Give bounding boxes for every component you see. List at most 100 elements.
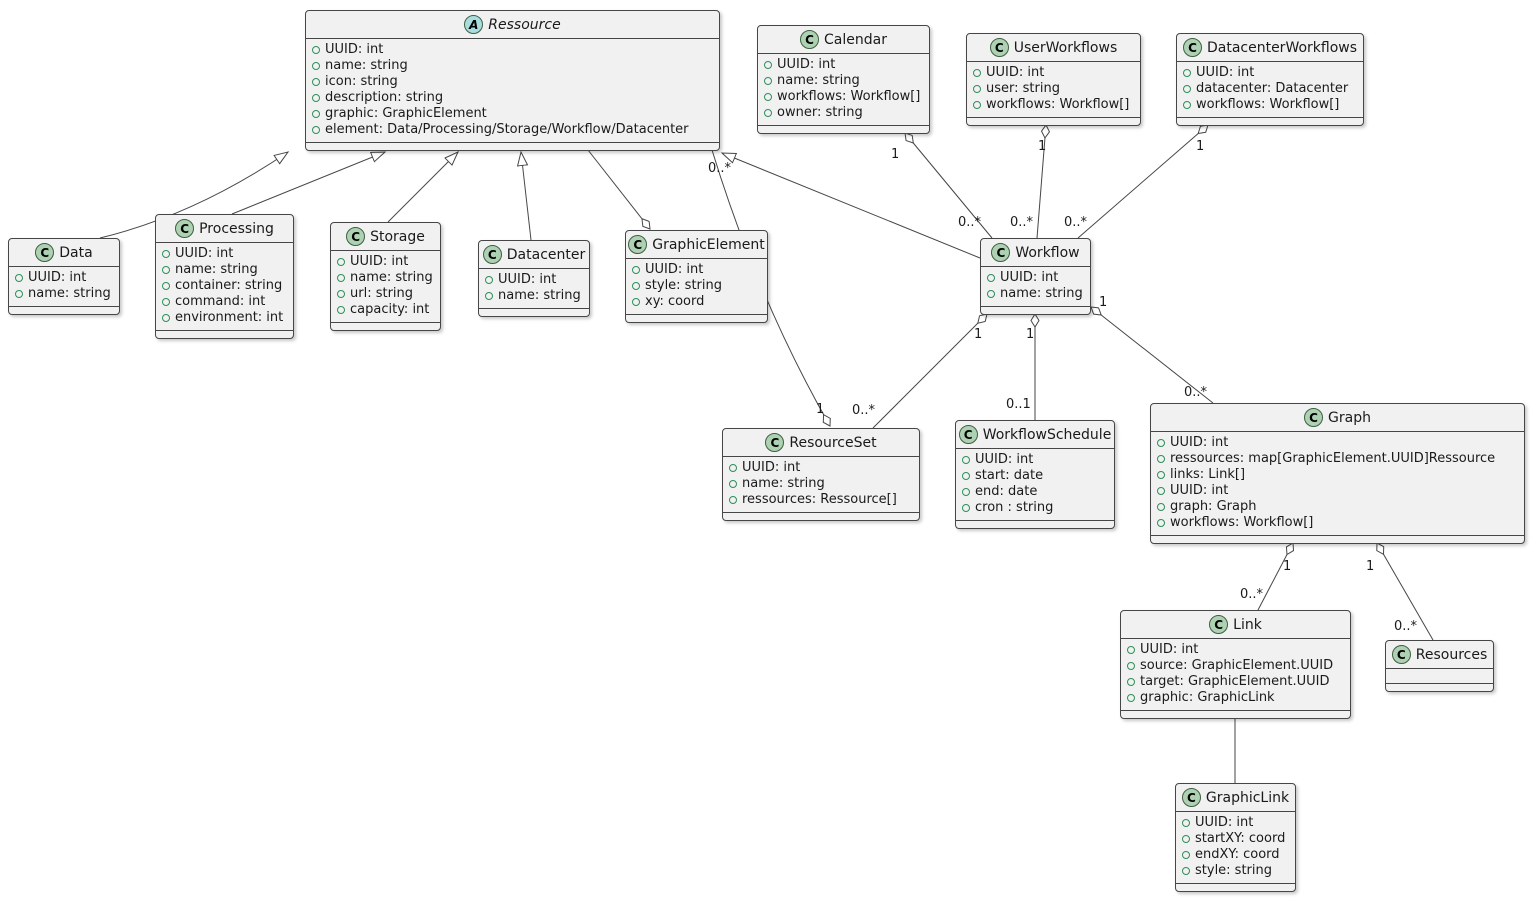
class-badge-icon: C [35,243,55,262]
class-badge-icon: C [1182,38,1202,57]
attributes-compartment [1386,669,1493,683]
field-visibility-icon [764,61,772,69]
edge-datacenter-extends-ressource [521,152,532,241]
class-name: Processing [199,220,274,237]
attribute-text: endXY: coord [1195,847,1280,862]
field-visibility-icon [1157,503,1165,511]
field-visibility-icon [973,85,981,93]
attribute-text: UUID: int [1140,642,1199,657]
attribute-text: start: date [975,468,1044,483]
field-visibility-icon [337,290,345,298]
attribute-row: ressources: map[GraphicElement.UUID]Ress… [1157,451,1516,467]
multiplicity-label: 0..* [958,215,982,230]
attribute-row: capacity: int [337,302,432,318]
field-visibility-icon [987,290,995,298]
attribute-text: target: GraphicElement.UUID [1140,674,1330,689]
attribute-text: links: Link[] [1170,467,1246,482]
class-name: Storage [370,228,425,245]
field-visibility-icon [632,266,640,274]
attribute-row: name: string [485,288,581,304]
field-visibility-icon [162,298,170,306]
field-visibility-icon [337,274,345,282]
class-name: Ressource [488,16,561,33]
class-badge-icon: C [1209,615,1229,634]
edge-ressource-graphicelement [587,149,650,229]
attribute-text: UUID: int [742,460,801,475]
attribute-row: name: string [15,286,111,302]
attribute-text: style: string [1195,863,1273,878]
attribute-row: UUID: int [312,42,711,58]
attribute-row: UUID: int [1183,65,1355,81]
attribute-text: icon: string [325,74,398,89]
class-name: Calendar [824,31,887,48]
attribute-row: cron : string [962,500,1106,516]
attribute-row: graph: Graph [1157,499,1516,515]
attribute-row: name: string [987,286,1083,302]
field-visibility-icon [1182,835,1190,843]
attribute-text: UUID: int [777,57,836,72]
attribute-row: UUID: int [1157,483,1516,499]
class-name: UserWorkflows [1013,39,1118,56]
attribute-row: owner: string [764,105,921,121]
field-visibility-icon [764,77,772,85]
attribute-text: workflows: Workflow[] [777,89,921,104]
methods-compartment [479,308,589,316]
attribute-text: name: string [1000,286,1083,301]
field-visibility-icon [729,464,737,472]
attribute-row: environment: int [162,310,285,326]
class-name: Data [59,244,93,261]
field-visibility-icon [1183,85,1191,93]
attribute-text: UUID: int [325,42,384,57]
attribute-text: UUID: int [1000,270,1059,285]
attribute-text: xy: coord [645,294,705,309]
field-visibility-icon [1127,646,1135,654]
methods-compartment [1177,117,1363,125]
field-visibility-icon [1183,101,1191,109]
edge-graph-resources [1377,543,1434,641]
class-badge-icon: C [989,38,1009,57]
attribute-row: UUID: int [962,452,1106,468]
methods-compartment [306,142,719,150]
methods-compartment [1151,535,1524,543]
attribute-row: UUID: int [1127,642,1342,658]
attribute-row: UUID: int [485,272,581,288]
edge-storage-extends-ressource [387,152,458,223]
attribute-row: name: string [162,262,285,278]
edge-data-extends-ressource [99,152,288,239]
attribute-text: UUID: int [1196,65,1255,80]
class-name: Link [1233,616,1262,633]
attribute-row: command: int [162,294,285,310]
class-badge-icon: C [1304,408,1324,427]
abstract-badge-icon: A [464,15,484,34]
attribute-row: xy: coord [632,294,759,310]
attribute-text: startXY: coord [1195,831,1286,846]
field-visibility-icon [1182,867,1190,875]
class-badge-icon: C [1181,788,1201,807]
methods-compartment [758,125,929,133]
attribute-text: container: string [175,278,283,293]
attribute-row: UUID: int [162,246,285,262]
attribute-row: icon: string [312,74,711,90]
field-visibility-icon [162,250,170,258]
field-visibility-icon [729,480,737,488]
field-visibility-icon [337,258,345,266]
edge-workflow-graph [1091,307,1214,404]
multiplicity-label: 1 [974,327,982,342]
multiplicity-label: 1 [816,402,824,417]
field-visibility-icon [962,504,970,512]
